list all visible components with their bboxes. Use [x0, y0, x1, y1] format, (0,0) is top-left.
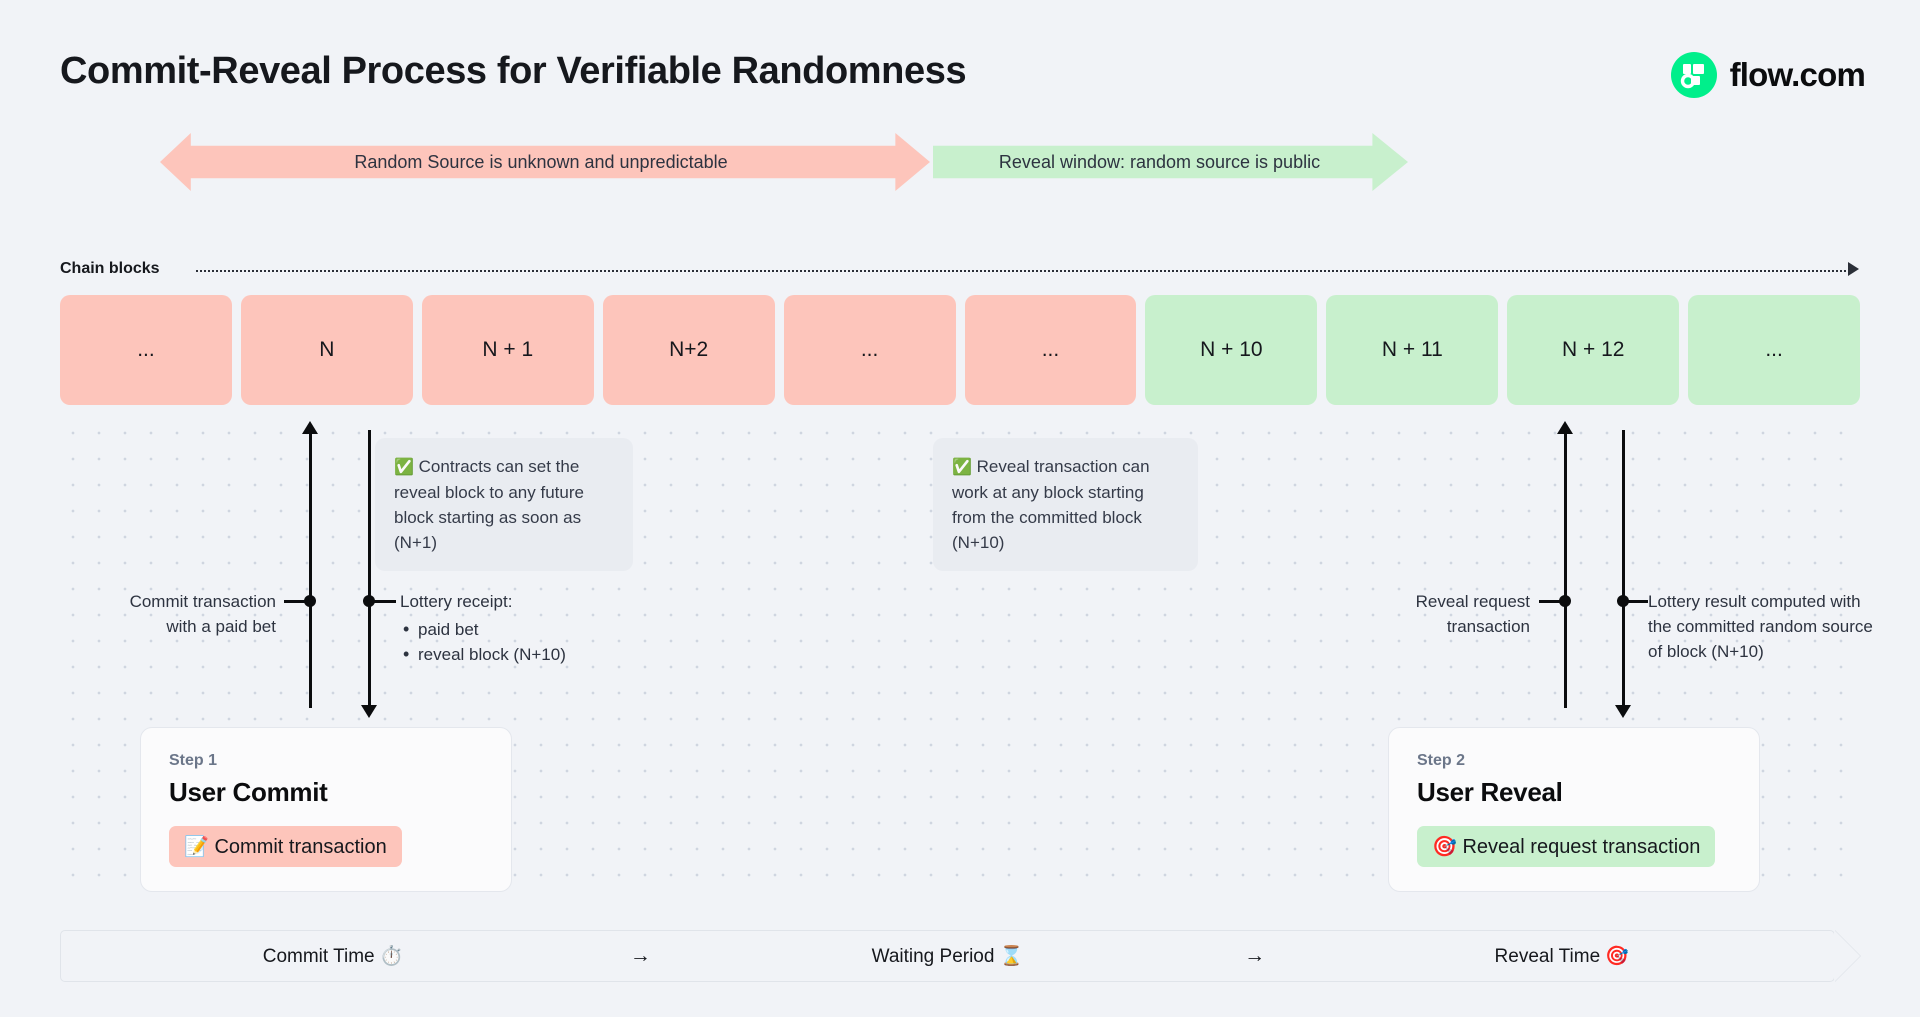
connector-label-receipt: Lottery receipt: paid bet reveal block (…: [400, 589, 630, 668]
connector-label-commit: Commit transaction with a paid bet: [96, 589, 276, 639]
callout-commit-text: Contracts can set the reveal block to an…: [394, 457, 584, 552]
chain-block[interactable]: ...: [783, 295, 956, 405]
white-check-mark-icon: ✅: [952, 459, 972, 476]
callout-commit-window: ✅ Contracts can set the reveal block to …: [375, 438, 633, 572]
banner-unpredictable-label: Random Source is unknown and unpredictab…: [354, 151, 728, 172]
phase-arrow-icon: →: [1244, 944, 1266, 967]
connector-dot: [363, 595, 375, 607]
step-2-eyebrow: Step 2: [1417, 752, 1466, 769]
phase-timeline-bar: Commit Time ⏱️ → Waiting Period ⌛ → Reve…: [60, 930, 1835, 982]
chain-axis-label: Chain blocks: [60, 260, 160, 277]
connector-arrow-up-icon: [302, 421, 318, 434]
banner-reveal-window-label: Reveal window: random source is public: [998, 151, 1321, 172]
step-1-action-label: Commit transaction: [214, 836, 387, 858]
chain-blocks-row: ... N N + 1 N+2 ... ... N + 10 N + 11 N …: [60, 295, 1861, 405]
connector-line-commit: [309, 432, 312, 708]
connector-label-commit-text: Commit transaction with a paid bet: [129, 592, 276, 637]
white-check-mark-icon: ✅: [394, 459, 414, 476]
step-2-action-label: Reveal request transaction: [1462, 836, 1701, 858]
chain-block[interactable]: ...: [964, 295, 1137, 405]
connector-stub: [1539, 600, 1563, 603]
chain-block[interactable]: ...: [1688, 295, 1861, 405]
connector-dot: [1559, 595, 1571, 607]
chain-block[interactable]: N + 10: [1145, 295, 1318, 405]
chain-axis-line: [196, 270, 1850, 272]
banner-unpredictable: Random Source is unknown and unpredictab…: [160, 133, 930, 191]
memo-icon: 📝: [184, 836, 209, 858]
connector-line-reveal-request: [1564, 432, 1567, 708]
chain-axis-arrow-icon: [1848, 262, 1859, 276]
receipt-title: Lottery receipt:: [400, 592, 513, 611]
receipt-item: paid bet: [400, 616, 630, 643]
connector-stub: [284, 600, 308, 603]
chain-block[interactable]: N + 12: [1507, 295, 1680, 405]
step-1-title: User Commit: [169, 777, 328, 807]
chain-block[interactable]: N+2: [602, 295, 775, 405]
brand-logo-text: flow.com: [1729, 56, 1866, 93]
chain-block[interactable]: N: [240, 295, 413, 405]
connector-label-reveal-request-text: Reveal request transaction: [1415, 592, 1530, 637]
connector-arrow-up-icon: [1557, 421, 1573, 434]
connector-label-lottery-result: Lottery result computed with the committ…: [1648, 589, 1873, 664]
connector-line-receipt: [368, 430, 371, 710]
flow-logo-icon: [1670, 52, 1717, 98]
chain-block[interactable]: ...: [60, 295, 232, 405]
chain-block[interactable]: N + 11: [1326, 295, 1499, 405]
connector-arrow-down-icon: [1615, 705, 1631, 718]
connector-arrow-down-icon: [361, 705, 377, 718]
phase-waiting-period: Waiting Period ⌛: [871, 946, 1024, 967]
phase-commit-time: Commit Time ⏱️: [262, 946, 404, 967]
page-title: Commit-Reveal Process for Verifiable Ran…: [60, 50, 967, 92]
step-card-user-commit[interactable]: Step 1 User Commit 📝 Commit transaction: [140, 727, 512, 892]
phase-timeline-tip-icon: [1834, 930, 1860, 982]
receipt-item: reveal block (N+10): [400, 641, 630, 668]
callout-reveal-window: ✅ Reveal transaction can work at any blo…: [933, 438, 1198, 572]
callout-reveal-text: Reveal transaction can work at any block…: [952, 457, 1150, 552]
brand-logo: flow.com: [1670, 52, 1866, 98]
phase-reveal-time: Reveal Time 🎯: [1494, 946, 1630, 967]
banner-reveal-window: Reveal window: random source is public: [933, 133, 1408, 191]
connector-stub: [372, 600, 396, 603]
phase-arrow-icon: →: [629, 944, 651, 967]
step-1-action-pill[interactable]: 📝 Commit transaction: [169, 826, 402, 867]
connector-label-reveal-request: Reveal request transaction: [1370, 589, 1530, 639]
step-1-eyebrow: Step 1: [169, 752, 218, 769]
step-card-user-reveal[interactable]: Step 2 User Reveal 🎯 Reveal request tran…: [1388, 727, 1760, 892]
connector-label-lottery-result-text: Lottery result computed with the committ…: [1648, 592, 1873, 662]
connector-dot: [1617, 595, 1629, 607]
receipt-list: paid bet reveal block (N+10): [400, 616, 630, 668]
step-2-title: User Reveal: [1417, 777, 1563, 807]
connector-dot: [304, 595, 316, 607]
direct-hit-icon: 🎯: [1432, 836, 1457, 858]
chain-block[interactable]: N + 1: [421, 295, 594, 405]
step-2-action-pill[interactable]: 🎯 Reveal request transaction: [1417, 826, 1716, 867]
connector-stub: [1626, 600, 1648, 603]
connector-line-lottery-result: [1622, 430, 1625, 710]
